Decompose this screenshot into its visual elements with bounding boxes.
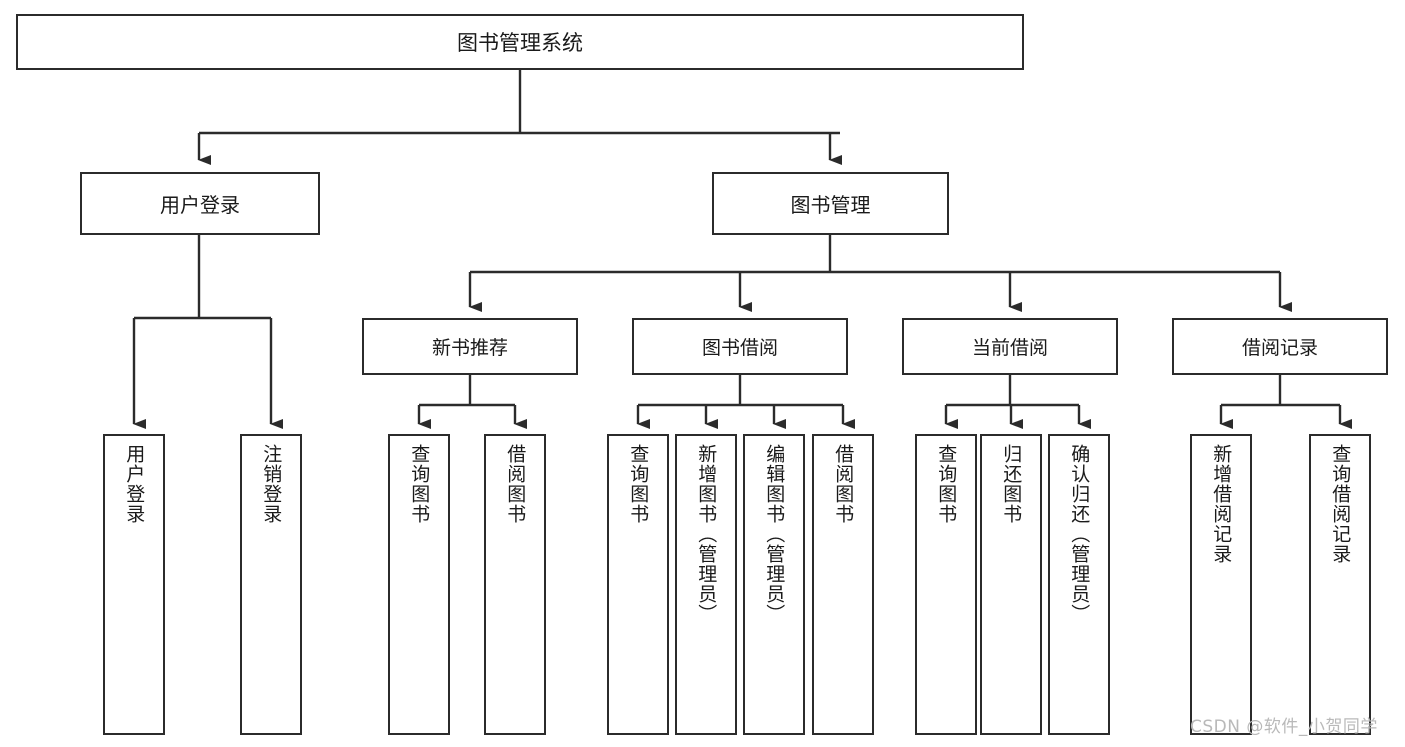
node-leaf-confirm-return[interactable]: 确认归还（管理员） [1048, 434, 1110, 735]
node-user-login-label: 用户登录 [160, 193, 240, 217]
node-book-borrow-label: 图书借阅 [701, 337, 778, 359]
node-leaf-query-record-label: 查询借阅记录 [1329, 444, 1352, 564]
node-leaf-logout[interactable]: 注销登录 [240, 434, 302, 735]
node-book-manage[interactable]: 图书管理 [712, 172, 949, 235]
node-leaf-logout-label: 注销登录 [260, 444, 283, 524]
node-leaf-query-record[interactable]: 查询借阅记录 [1309, 434, 1371, 735]
node-leaf-borrow-book-2-label: 借阅图书 [832, 444, 855, 524]
node-current-borrow[interactable]: 当前借阅 [902, 318, 1118, 375]
node-current-borrow-label: 当前借阅 [971, 337, 1048, 359]
node-leaf-return-book-label: 归还图书 [1000, 444, 1023, 524]
node-leaf-user-login[interactable]: 用户登录 [103, 434, 165, 735]
node-leaf-borrow-book-1-label: 借阅图书 [504, 444, 527, 524]
node-borrow-record[interactable]: 借阅记录 [1172, 318, 1388, 375]
node-leaf-add-record[interactable]: 新增借阅记录 [1190, 434, 1252, 735]
node-leaf-query-book-1[interactable]: 查询图书 [388, 434, 450, 735]
node-borrow-record-label: 借阅记录 [1241, 337, 1318, 359]
node-new-book-rec-label: 新书推荐 [431, 337, 508, 359]
node-leaf-return-book[interactable]: 归还图书 [980, 434, 1042, 735]
node-leaf-confirm-return-label: 确认归还（管理员） [1068, 444, 1091, 624]
node-leaf-add-book[interactable]: 新增图书（管理员） [675, 434, 737, 735]
node-leaf-query-book-1-label: 查询图书 [408, 444, 431, 524]
node-new-book-rec[interactable]: 新书推荐 [362, 318, 578, 375]
node-leaf-query-book-2[interactable]: 查询图书 [607, 434, 669, 735]
node-leaf-add-book-label: 新增图书（管理员） [695, 444, 718, 624]
node-root-label: 图书管理系统 [457, 31, 583, 55]
node-leaf-borrow-book-2[interactable]: 借阅图书 [812, 434, 874, 735]
node-leaf-borrow-book-1[interactable]: 借阅图书 [484, 434, 546, 735]
node-leaf-add-record-label: 新增借阅记录 [1210, 444, 1233, 564]
node-leaf-edit-book[interactable]: 编辑图书（管理员） [743, 434, 805, 735]
node-leaf-query-book-2-label: 查询图书 [627, 444, 650, 524]
node-book-manage-label: 图书管理 [790, 193, 871, 217]
node-leaf-query-book-3-label: 查询图书 [935, 444, 958, 524]
node-leaf-edit-book-label: 编辑图书（管理员） [763, 444, 786, 624]
node-leaf-query-book-3[interactable]: 查询图书 [915, 434, 977, 735]
node-user-login[interactable]: 用户登录 [80, 172, 320, 235]
node-book-borrow[interactable]: 图书借阅 [632, 318, 848, 375]
node-leaf-user-login-label: 用户登录 [123, 444, 146, 524]
node-root[interactable]: 图书管理系统 [16, 14, 1024, 70]
